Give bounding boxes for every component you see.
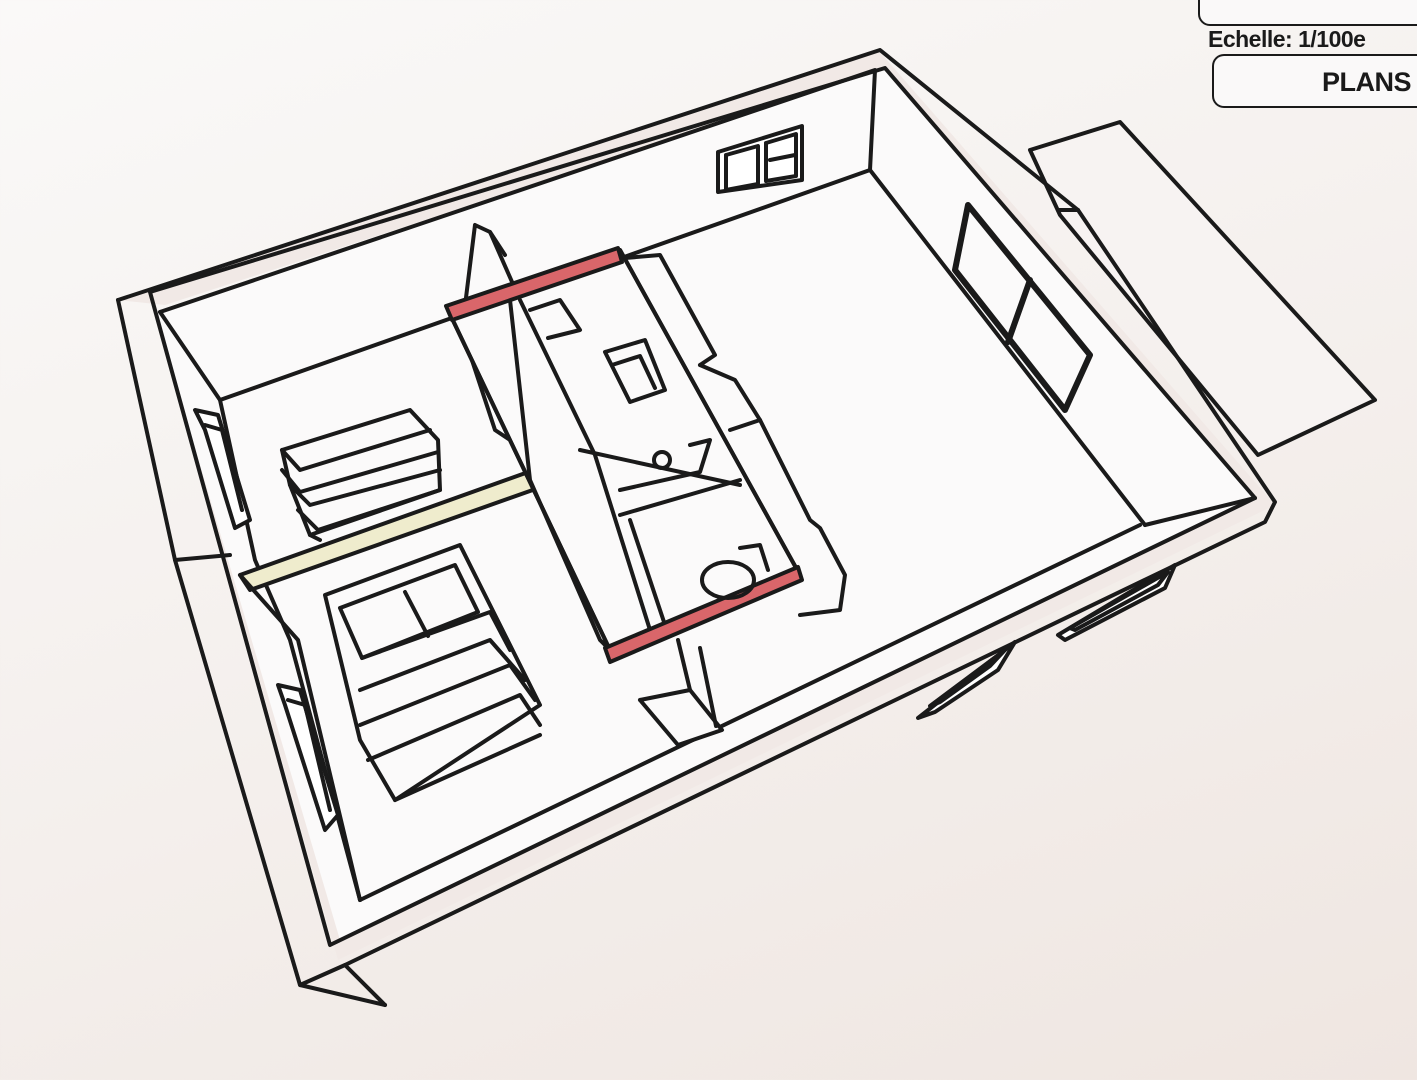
window-back-wall [716,124,804,194]
core-divider-3 [628,518,667,627]
front-wall-inner-edge [358,523,1142,902]
sliding-window-right-wall [952,202,1093,413]
door-bathroom [528,298,582,340]
terrace-slab [1028,120,1377,457]
sheet-label: PLANS [1322,67,1412,97]
sink [698,363,762,432]
outer-wall-bottom-edge [116,298,387,1007]
window-front-wall-1 [916,640,1017,720]
outer-wall-top [118,52,1275,960]
door-front [638,638,724,747]
inner-wall-corner-right [868,168,1147,527]
title-block: Echelle: 1/100e PLANS [1198,0,1417,112]
scale-label: Echelle: 1/100e [1208,26,1366,52]
shower-tray [618,438,712,492]
window-left-wall-2 [276,683,340,832]
bed-double [323,543,542,802]
title-block-header-box [1198,0,1417,26]
kitchen-sink [652,450,672,470]
red-beam-top [444,246,624,322]
inner-floor-edge-left [158,310,362,902]
core-divider-2 [618,478,742,517]
inner-wall-corner-front [1143,496,1257,527]
red-beam-bottom [603,565,804,664]
corner-seam-left [173,553,232,562]
central-core-left-wall [508,298,612,652]
bathtub [603,338,667,404]
toilet [700,543,770,600]
kitchen-counter [623,253,847,617]
corner-seam-bottom [298,963,347,987]
window-left-wall-1 [193,408,252,530]
partition-wall-bedroom-front [238,573,362,902]
sheet-label-box: PLANS [1212,54,1417,108]
bed-single [280,408,442,542]
window-front-wall-2 [1056,563,1177,642]
